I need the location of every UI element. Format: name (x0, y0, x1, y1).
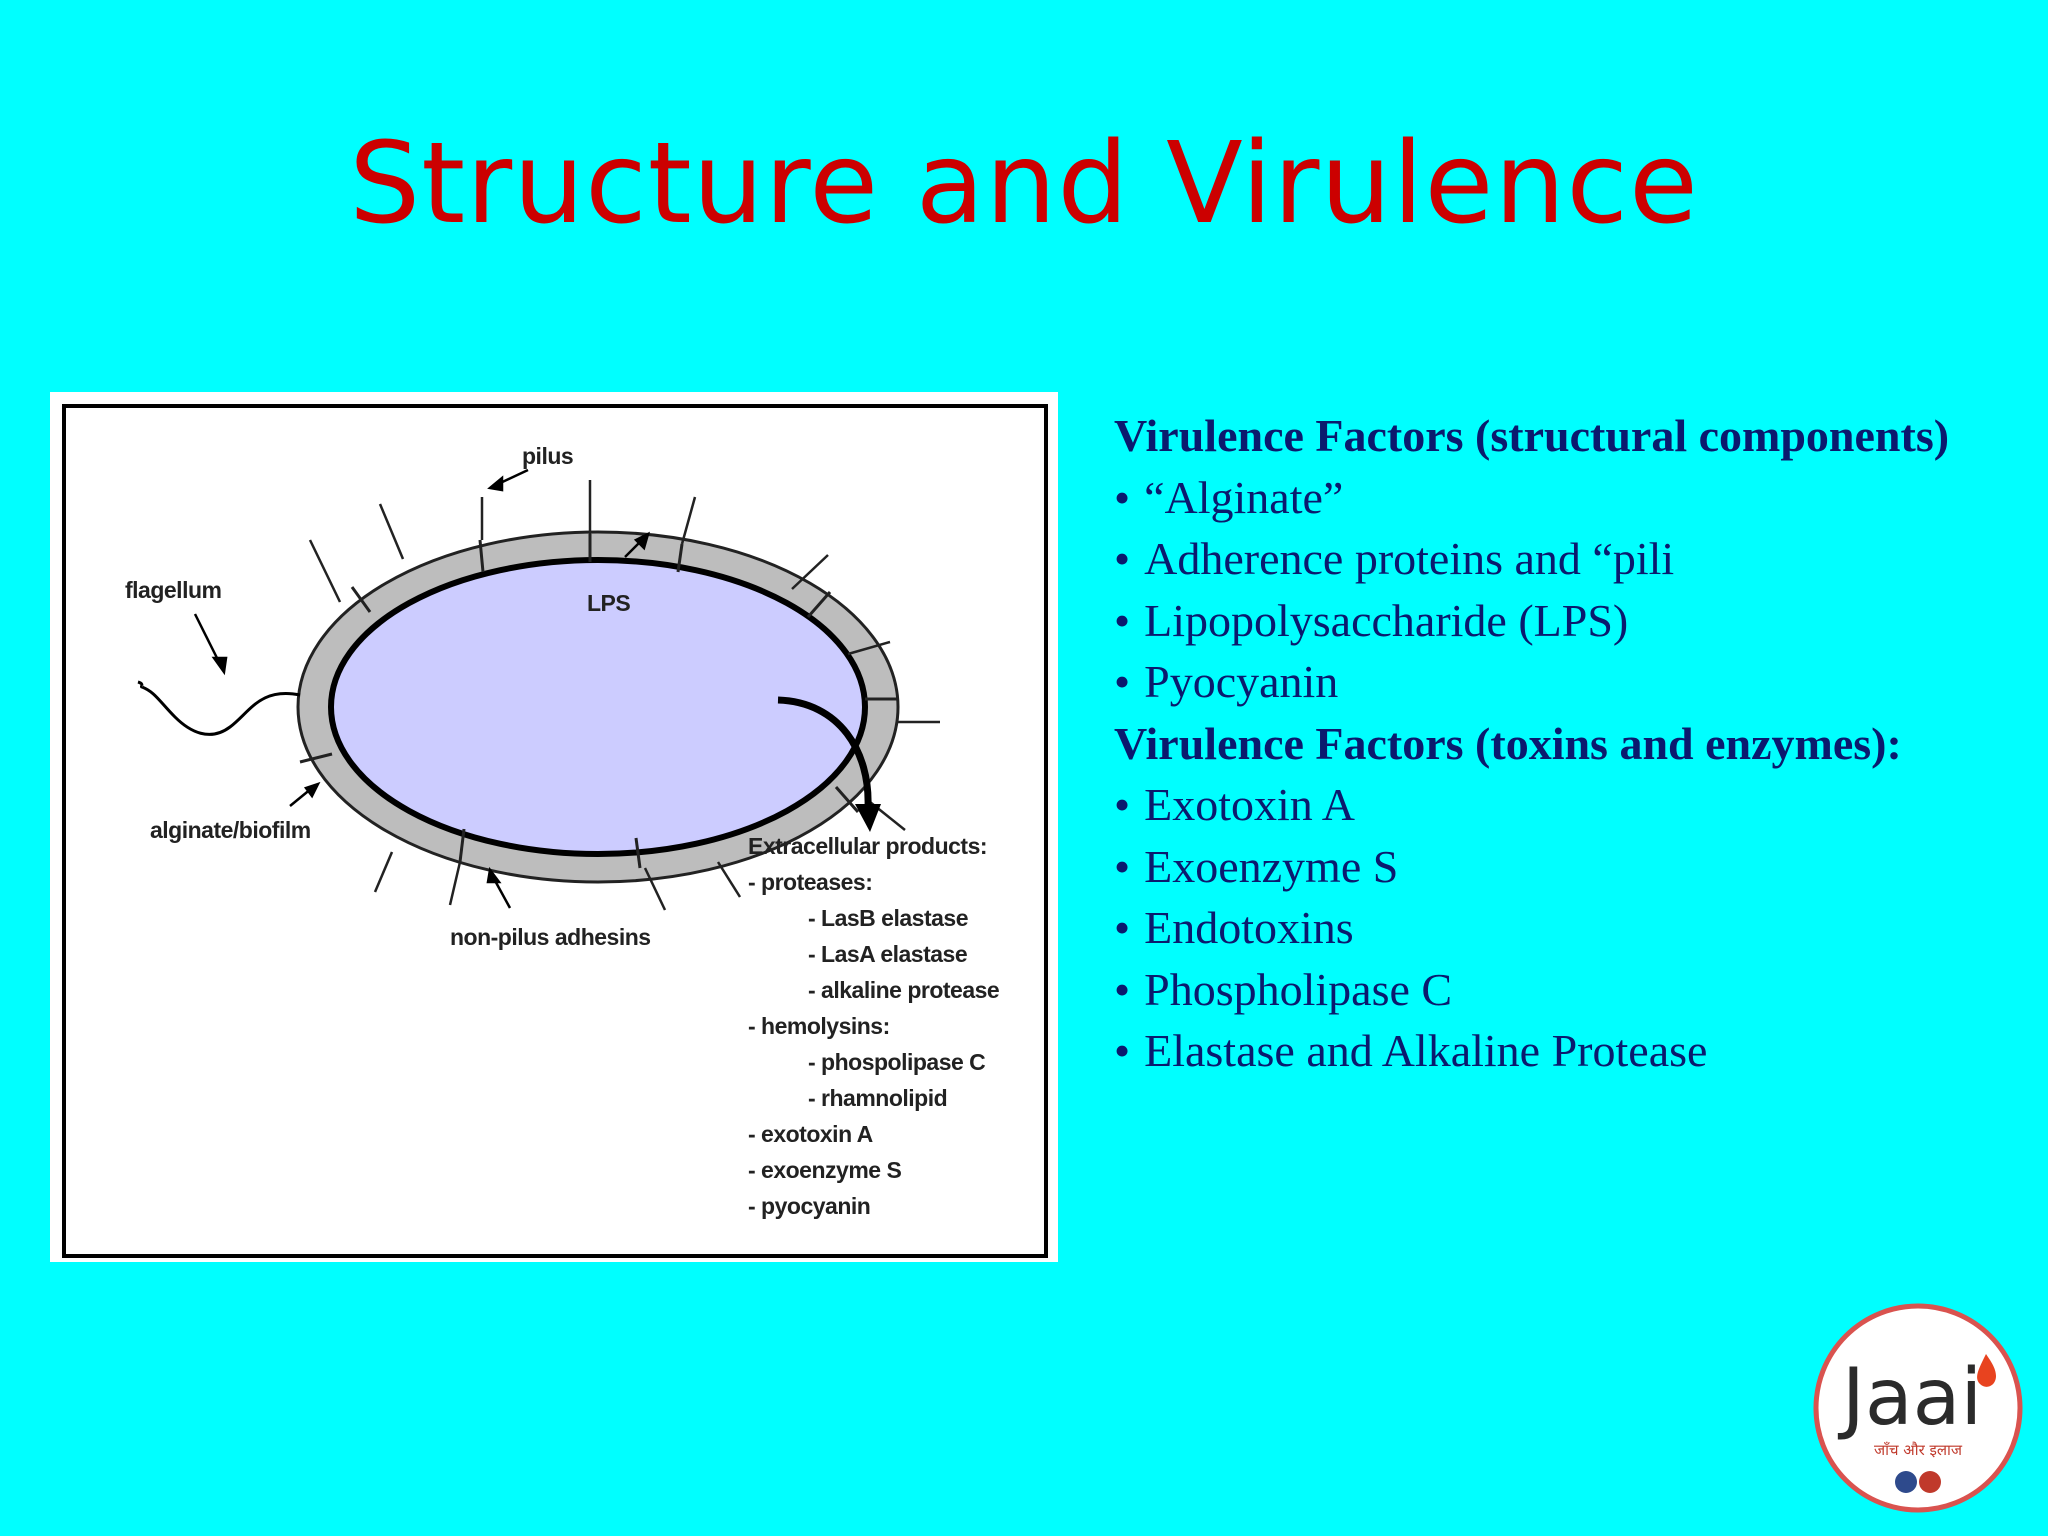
list-item: Lipopolysaccharide (LPS) (1114, 590, 2014, 652)
pili (308, 480, 940, 911)
list-item: Phospholipase C (1114, 959, 2014, 1021)
secretion-arrow (777, 696, 872, 808)
toxins-list: Exotoxin A Exoenzyme S Endotoxins Phosph… (1114, 774, 2014, 1082)
list-item: Pyocyanin (1114, 651, 2014, 713)
blood-drop-icon (1977, 1354, 1996, 1387)
extracellular-item: - exoenzyme S (748, 1157, 901, 1183)
label-alginate-biofilm: alginate/biofilm (150, 817, 311, 843)
structural-list: “Alginate” Adherence proteins and “pili … (1114, 467, 2014, 713)
extracellular-item: - rhamnolipid (808, 1085, 947, 1111)
structural-heading: Virulence Factors (structural components… (1114, 410, 1950, 461)
list-item: Exoenzyme S (1114, 836, 2014, 898)
label-lps: LPS (587, 590, 630, 616)
extracellular-item: - pyocyanin (748, 1193, 870, 1219)
slide-title: Structure and Virulence (349, 119, 1699, 249)
extracellular-item: - alkaline protease (808, 977, 999, 1003)
virulence-factors: Virulence Factors (structural components… (1114, 405, 2014, 1082)
extracellular-item: - exotoxin A (748, 1121, 873, 1147)
jaai-logo: Jaai जाँच और इलाज (1812, 1302, 2024, 1514)
bacterium-diagram: pilus flagellum LPS alginate/biofilm non… (50, 392, 1058, 1262)
diagram-svg: pilus flagellum LPS alginate/biofilm non… (125, 443, 1000, 1219)
secretion-arrowhead (855, 804, 881, 832)
envelope-segments (299, 534, 898, 869)
label-flagellum: flagellum (125, 577, 222, 603)
logo-text: Jaai (1837, 1353, 1982, 1443)
extracellular-heading: Extracellular products: (748, 833, 987, 859)
list-item: Endotoxins (1114, 897, 2014, 959)
list-item: Exotoxin A (1114, 774, 2014, 836)
extracellular-products-list: Extracellular products: - proteases: - L… (748, 833, 1000, 1219)
label-arrows (193, 468, 650, 909)
extracellular-item: - hemolysins: (748, 1013, 890, 1039)
logo-dot-red-icon (1919, 1471, 1941, 1493)
extracellular-item: - phospolipase C (808, 1049, 985, 1075)
toxins-heading: Virulence Factors (toxins and enzymes): (1114, 717, 1902, 769)
label-non-pilus-adhesins: non-pilus adhesins (450, 924, 651, 950)
list-item: Elastase and Alkaline Protease (1114, 1020, 2014, 1082)
label-pilus: pilus (522, 443, 573, 469)
cell-body (328, 557, 868, 857)
list-item: Adherence proteins and “pili (1114, 528, 2014, 590)
extracellular-item: - proteases: (748, 869, 872, 895)
extracellular-item: - LasB elastase (808, 905, 968, 931)
flagellum-shape (137, 680, 301, 736)
logo-tagline: जाँच और इलाज (1874, 1441, 1963, 1459)
logo-dot-blue-icon (1895, 1471, 1917, 1493)
extracellular-item: - LasA elastase (808, 941, 967, 967)
list-item: “Alginate” (1114, 467, 2014, 529)
